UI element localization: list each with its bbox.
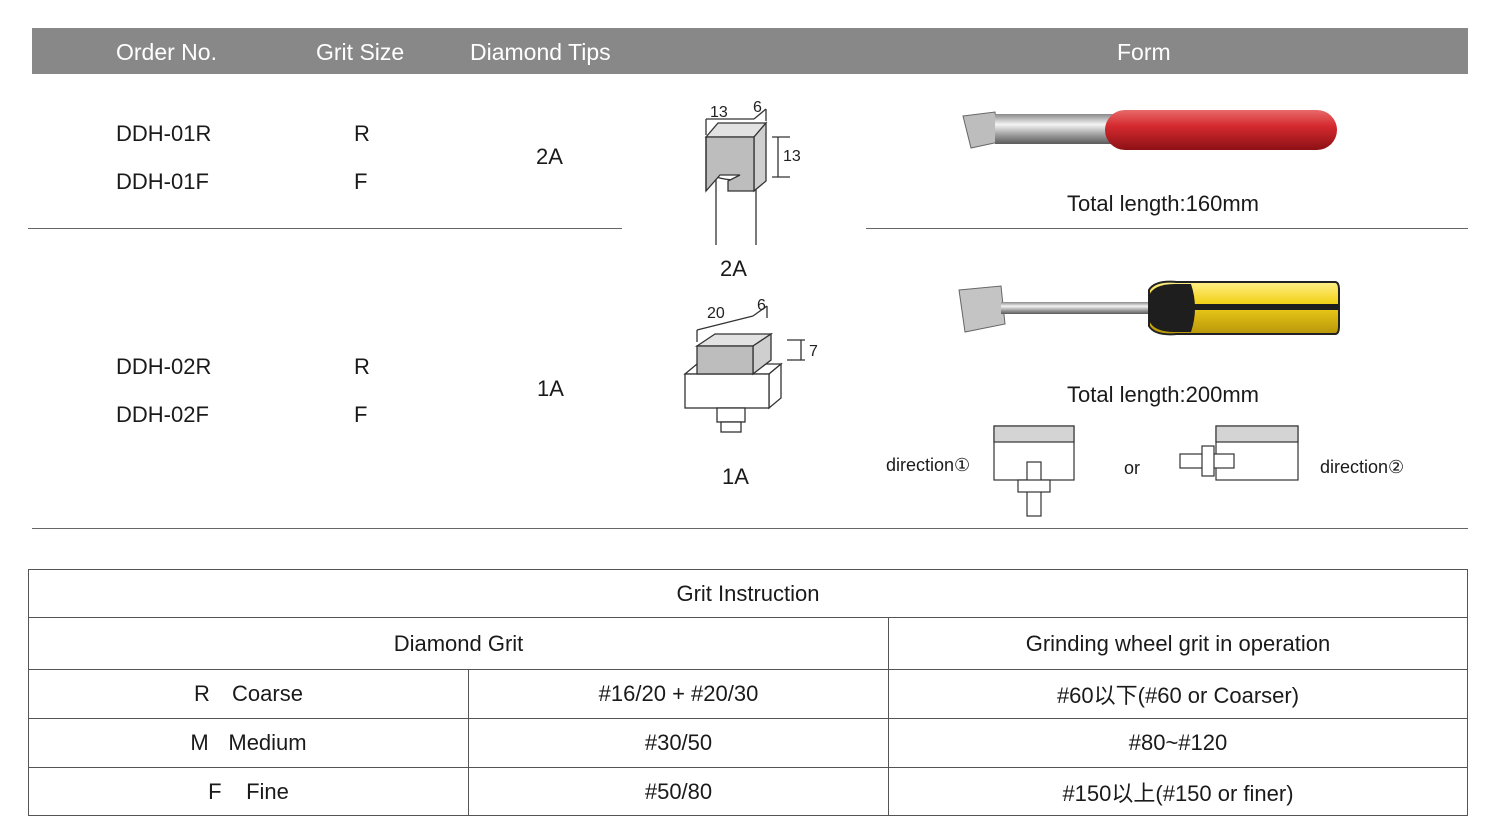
wheel-grit-value: #150以上(#150 or finer) <box>888 767 1468 816</box>
direction-2-diagram <box>1179 425 1299 481</box>
grit-code: M <box>190 730 209 755</box>
total-length-1: Total length:160mm <box>1067 191 1259 216</box>
grit-name: Coarse <box>232 681 303 706</box>
tip-1a-diagram: 20 6 7 <box>683 297 818 433</box>
tip-2a-label: 2A <box>720 256 747 281</box>
table-row: M Medium #30/50 #80~#120 <box>28 718 1468 768</box>
section-bottom-rule <box>32 528 1468 529</box>
tool-yellow-handle-image <box>958 280 1340 336</box>
header-diamond-tips: Diamond Tips <box>470 39 611 65</box>
diamond-grit-value: #16/20 + #20/30 <box>468 669 889 719</box>
grit-name: Medium <box>228 730 307 755</box>
order-no-1r: DDH-01R <box>116 121 212 146</box>
direction-1-label: direction① <box>886 455 971 475</box>
grit-code: F <box>208 778 222 804</box>
grit-instruction-table: Grit Instruction Diamond Grit Grinding w… <box>28 569 1468 816</box>
col-diamond-grit: Diamond Grit <box>28 617 889 670</box>
table-header: Order No. Grit Size Diamond Tips Form <box>32 28 1468 74</box>
row-divider-right <box>866 228 1468 229</box>
grit-1f: F <box>354 169 368 194</box>
header-grit-size: Grit Size <box>316 39 405 65</box>
dim-2a-width: 13 <box>710 104 728 121</box>
order-no-2f: DDH-02F <box>116 402 209 427</box>
wheel-grit-value: #80~#120 <box>888 718 1468 768</box>
total-length-2: Total length:200mm <box>1067 382 1259 407</box>
diamond-grit-value: #50/80 <box>468 767 889 816</box>
header-order-no: Order No. <box>116 39 217 65</box>
order-no-2r: DDH-02R <box>116 354 212 379</box>
grit-2f: F <box>354 402 368 427</box>
dim-1a-height: 7 <box>809 343 818 360</box>
row-divider-left <box>28 228 622 229</box>
direction-or-label: or <box>1124 458 1141 478</box>
wheel-grit-value: #60以下(#60 or Coarser) <box>888 669 1468 719</box>
header-form: Form <box>1117 39 1171 65</box>
dim-2a-depth: 6 <box>753 99 762 116</box>
order-no-1f: DDH-01F <box>116 169 209 194</box>
tip-2a-diagram: 13 6 13 <box>704 99 801 245</box>
direction-1-diagram <box>993 425 1075 517</box>
table-row: F Fine #50/80 #150以上(#150 or finer) <box>28 767 1468 816</box>
grit-name: Fine <box>246 778 289 804</box>
tip-type-2: 1A <box>537 376 564 401</box>
grit-class-cell: M Medium <box>28 718 469 768</box>
dim-1a-depth: 6 <box>757 297 766 314</box>
direction-2-label: direction② <box>1320 457 1405 477</box>
grit-class-cell: R Coarse <box>28 669 469 719</box>
grit-table-title: Grit Instruction <box>28 569 1468 618</box>
dim-1a-width: 20 <box>707 305 725 322</box>
grit-1r: R <box>354 121 370 146</box>
dim-2a-height: 13 <box>783 148 801 165</box>
tip-1a-label: 1A <box>722 464 749 489</box>
table-row: R Coarse #16/20 + #20/30 #60以下(#60 or Coa… <box>28 669 1468 719</box>
diamond-grit-value: #30/50 <box>468 718 889 768</box>
tool-red-handle-image <box>962 110 1337 150</box>
grit-code: R <box>194 681 210 706</box>
grit-2r: R <box>354 354 370 379</box>
grit-class-cell: F Fine <box>28 767 469 816</box>
col-wheel-grit: Grinding wheel grit in operation <box>888 617 1468 670</box>
tip-type-1: 2A <box>536 144 563 169</box>
